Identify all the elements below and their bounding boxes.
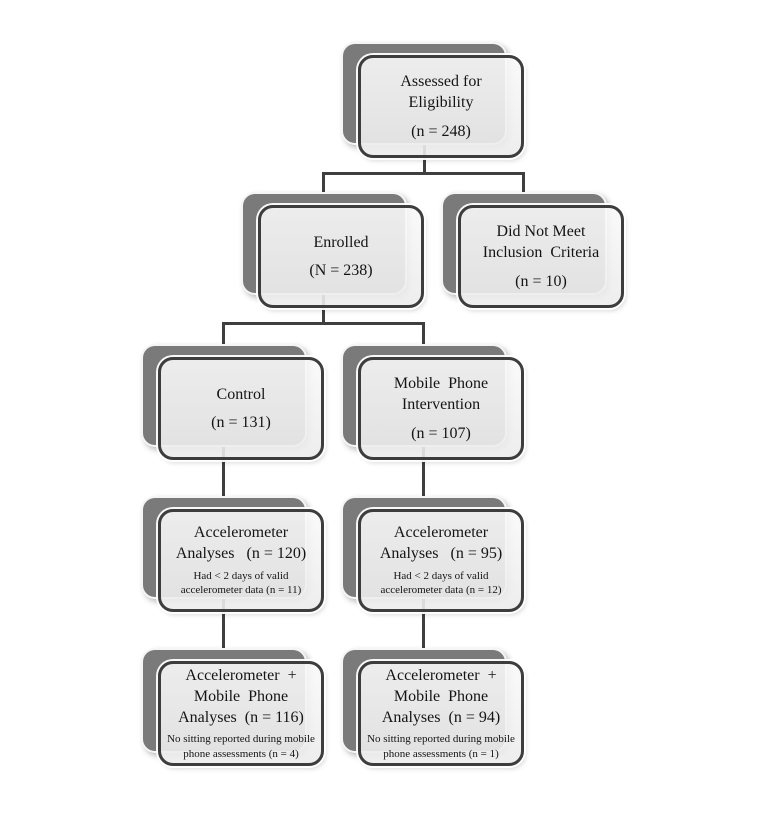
flow-node-accel-control: Accelerometer Analyses (n = 120) Had < 2… xyxy=(141,496,324,612)
flow-node-control: Control (n = 131) xyxy=(141,344,324,460)
node-title: Accelerometer + Mobile Phone Analyses (n… xyxy=(178,667,304,726)
node-box: Control (n = 131) xyxy=(158,357,324,460)
node-count: (n = 107) xyxy=(411,424,471,442)
flow-node-assessed: Assessed for Eligibility (n = 248) xyxy=(341,42,524,158)
node-box: Mobile Phone Intervention (n = 107) xyxy=(358,357,524,460)
flow-node-enrolled: Enrolled (N = 238) xyxy=(241,192,424,308)
node-title: Accelerometer + Mobile Phone Analyses (n… xyxy=(381,667,501,726)
node-box: Accelerometer + Mobile Phone Analyses (n… xyxy=(158,661,324,766)
connector-enrolled-stub xyxy=(322,172,325,202)
node-box: Did Not Meet Inclusion Criteria (n = 10) xyxy=(458,205,624,308)
node-count: (n = 248) xyxy=(411,122,471,140)
node-box: Accelerometer Analyses (n = 120) Had < 2… xyxy=(158,509,324,612)
node-box: Accelerometer + Mobile Phone Analyses (n… xyxy=(358,661,524,766)
node-count: (n = 10) xyxy=(515,272,567,290)
node-title: Accelerometer Analyses (n = 95) xyxy=(379,524,503,563)
node-note: Had < 2 days of valid accelerometer data… xyxy=(180,570,302,597)
node-box: Enrolled (N = 238) xyxy=(258,205,424,308)
flow-node-accel-intervention: Accelerometer Analyses (n = 95) Had < 2 … xyxy=(341,496,524,612)
flow-node-intervention: Mobile Phone Intervention (n = 107) xyxy=(341,344,524,460)
node-note: Had < 2 days of valid accelerometer data… xyxy=(380,570,502,597)
node-title: Accelerometer Analyses (n = 120) xyxy=(175,524,307,563)
node-title: Mobile Phone Intervention xyxy=(393,375,489,413)
flow-node-accel-mobile-control: Accelerometer + Mobile Phone Analyses (n… xyxy=(141,648,324,766)
flow-node-accel-mobile-intervention: Accelerometer + Mobile Phone Analyses (n… xyxy=(341,648,524,766)
connector-row3-horizontal xyxy=(222,322,425,325)
connector-row2-horizontal xyxy=(322,172,525,175)
node-title: Did Not Meet Inclusion Criteria xyxy=(482,223,600,261)
connector-intervention-stub xyxy=(422,322,425,352)
node-title: Assessed for Eligibility xyxy=(400,73,482,111)
node-box: Accelerometer Analyses (n = 95) Had < 2 … xyxy=(358,509,524,612)
connector-control-stub xyxy=(222,322,225,352)
node-count: (n = 131) xyxy=(211,414,271,432)
connector-excluded-stub xyxy=(522,172,525,202)
flow-node-excluded: Did Not Meet Inclusion Criteria (n = 10) xyxy=(441,192,624,308)
node-box: Assessed for Eligibility (n = 248) xyxy=(358,55,524,158)
node-note: No sitting reported during mobile phone … xyxy=(367,733,515,760)
node-count: (N = 238) xyxy=(309,262,373,280)
node-title: Enrolled xyxy=(313,233,369,251)
node-note: No sitting reported during mobile phone … xyxy=(167,733,315,760)
node-title: Control xyxy=(216,385,266,403)
